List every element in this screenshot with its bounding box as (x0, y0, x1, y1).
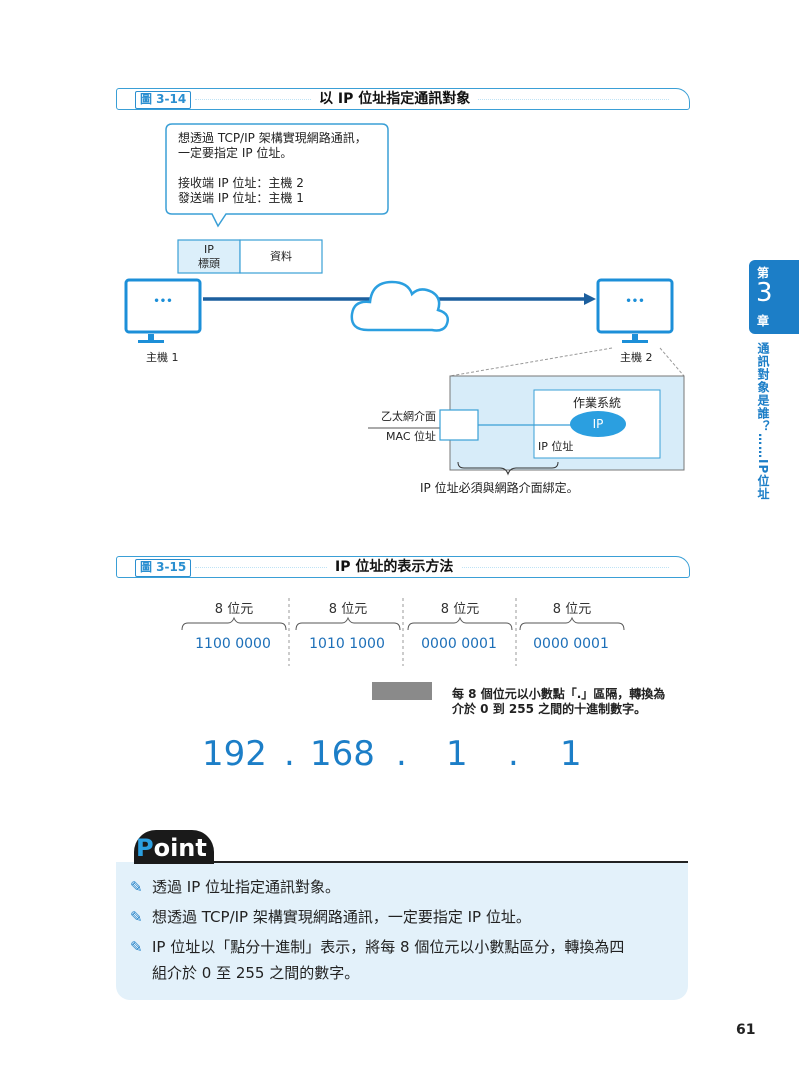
network-cloud-icon (350, 280, 449, 332)
figure-tag: 圖 3-14 (135, 91, 192, 109)
chapter-tab-number: 3 (756, 278, 773, 308)
ip-badge-label: IP (592, 417, 604, 431)
byte-1: 1100 0000 (195, 636, 271, 652)
point-item-text-3: IP 位址以「點分十進制」表示，將每 8 個位元以小數點區分，轉換為四 (152, 938, 625, 956)
bubble-line-1: 想透過 TCP/IP 架構實現網路通訊， (178, 131, 367, 145)
brace-4 (519, 616, 625, 631)
figure-title: IP 位址的表示方法 (327, 558, 462, 576)
binding-brace (457, 461, 559, 476)
packet-data-label: 資料 (270, 250, 292, 263)
pencil-icon: ✎ (130, 938, 143, 956)
point-item-3-continued: 組介於 0 至 255 之間的數字。 (152, 960, 359, 986)
conversion-note-line-2: 介於 0 到 255 之間的十進制數字。 (452, 702, 647, 716)
ethernet-label: 乙太網介面 (381, 410, 436, 423)
byte-2: 1010 1000 (309, 636, 385, 652)
page-number: 61 (736, 1022, 756, 1038)
point-box (116, 862, 688, 1000)
bits-braces (181, 598, 625, 700)
host-2-screen-dots: ••• (625, 296, 645, 307)
figure-3-15-title-bar: 圖 3-15 IP 位址的表示方法 (116, 556, 690, 578)
decimal-dot-1: . (284, 734, 295, 774)
host-1-screen-dots: ••• (153, 296, 173, 307)
bit-label-3: 8 位元 (440, 602, 480, 617)
zoom-line-right (659, 347, 685, 377)
point-rule (180, 861, 688, 863)
chapter-side-title: 通訊對象是誰？……IP位址 (756, 342, 770, 501)
figure-title: 以 IP 位址指定通訊對象 (311, 90, 479, 108)
decimal-dot-2: . (396, 734, 407, 774)
bubble-text: 想透過 TCP/IP 架構實現網路通訊， 一定要指定 IP 位址。 接收端 IP… (178, 131, 383, 206)
decimal-192: 192 (202, 734, 267, 774)
point-item-2: ✎ 想透過 TCP/IP 架構實現網路通訊，一定要指定 IP 位址。 (130, 904, 531, 930)
brace-1 (181, 616, 287, 631)
brace-2 (295, 616, 401, 631)
transmission-arrowhead (584, 293, 596, 305)
brace-3 (407, 616, 513, 631)
decimal-168: 168 (310, 734, 375, 774)
bubble-line-2: 一定要指定 IP 位址。 (178, 146, 293, 160)
down-arrow (372, 682, 432, 700)
figure-3-14-caption: IP 位址必須與網路介面綁定。 (420, 481, 579, 495)
host-1-computer-icon (124, 278, 202, 343)
point-label-p: P (136, 834, 154, 862)
bubble-line-3: 接收端 IP 位址：主機 2 (178, 176, 304, 190)
decimal-1b: 1 (560, 734, 582, 774)
bit-label-4: 8 位元 (552, 602, 592, 617)
ip-badge (570, 411, 626, 437)
chapter-tab-zhang: 章 (757, 314, 770, 328)
bit-label-1: 8 位元 (214, 602, 254, 617)
mac-label: MAC 位址 (386, 430, 436, 443)
conversion-note-line-1: 每 8 個位元以小數點「.」區隔，轉換為 (452, 687, 666, 701)
pencil-icon: ✎ (130, 908, 143, 926)
point-label (134, 830, 214, 864)
packet-data (239, 239, 323, 274)
decimal-dot-3: . (508, 734, 519, 774)
decimal-1a: 1 (446, 734, 468, 774)
chapter-tab (749, 260, 799, 334)
point-label-rest: oint (153, 834, 207, 862)
point-item-text-4: 組介於 0 至 255 之間的數字。 (152, 964, 360, 982)
packet-header-line-2: 標頭 (198, 257, 220, 270)
byte-3: 0000 0001 (421, 636, 497, 652)
speech-bubble (165, 123, 389, 228)
zoom-line-left (449, 347, 613, 377)
host-2-label: 主機 2 (620, 351, 653, 364)
pencil-icon: ✎ (130, 878, 143, 896)
os-label: 作業系統 (572, 396, 621, 410)
bit-label-2: 8 位元 (328, 602, 368, 617)
figure-tag: 圖 3-15 (135, 559, 192, 577)
ip-address-label: IP 位址 (538, 440, 574, 453)
packet-header-line-1: IP (204, 243, 214, 256)
point-item-1: ✎ 透過 IP 位址指定通訊對象。 (130, 874, 340, 900)
point-item-3: ✎ IP 位址以「點分十進制」表示，將每 8 個位元以小數點區分，轉換為四 (130, 934, 624, 960)
host-1-label: 主機 1 (146, 351, 179, 364)
bubble-line-4: 發送端 IP 位址：主機 1 (178, 191, 304, 205)
packet-header-label: IP 標頭 (178, 243, 240, 271)
conversion-note: 每 8 個位元以小數點「.」區隔，轉換為 介於 0 到 255 之間的十進制數字… (452, 687, 665, 717)
figure-3-14-diagram (124, 123, 685, 476)
byte-4: 0000 0001 (533, 636, 609, 652)
point-item-text-1: 透過 IP 位址指定通訊對象。 (152, 878, 341, 896)
chapter-tab-di: 第 (757, 266, 770, 280)
point-item-text-2: 想透過 TCP/IP 架構實現網路通訊，一定要指定 IP 位址。 (152, 908, 531, 926)
figure-3-14-title-bar: 圖 3-14 以 IP 位址指定通訊對象 (116, 88, 690, 110)
host-2-computer-icon (596, 278, 674, 343)
point-label-text: Point (136, 833, 207, 863)
